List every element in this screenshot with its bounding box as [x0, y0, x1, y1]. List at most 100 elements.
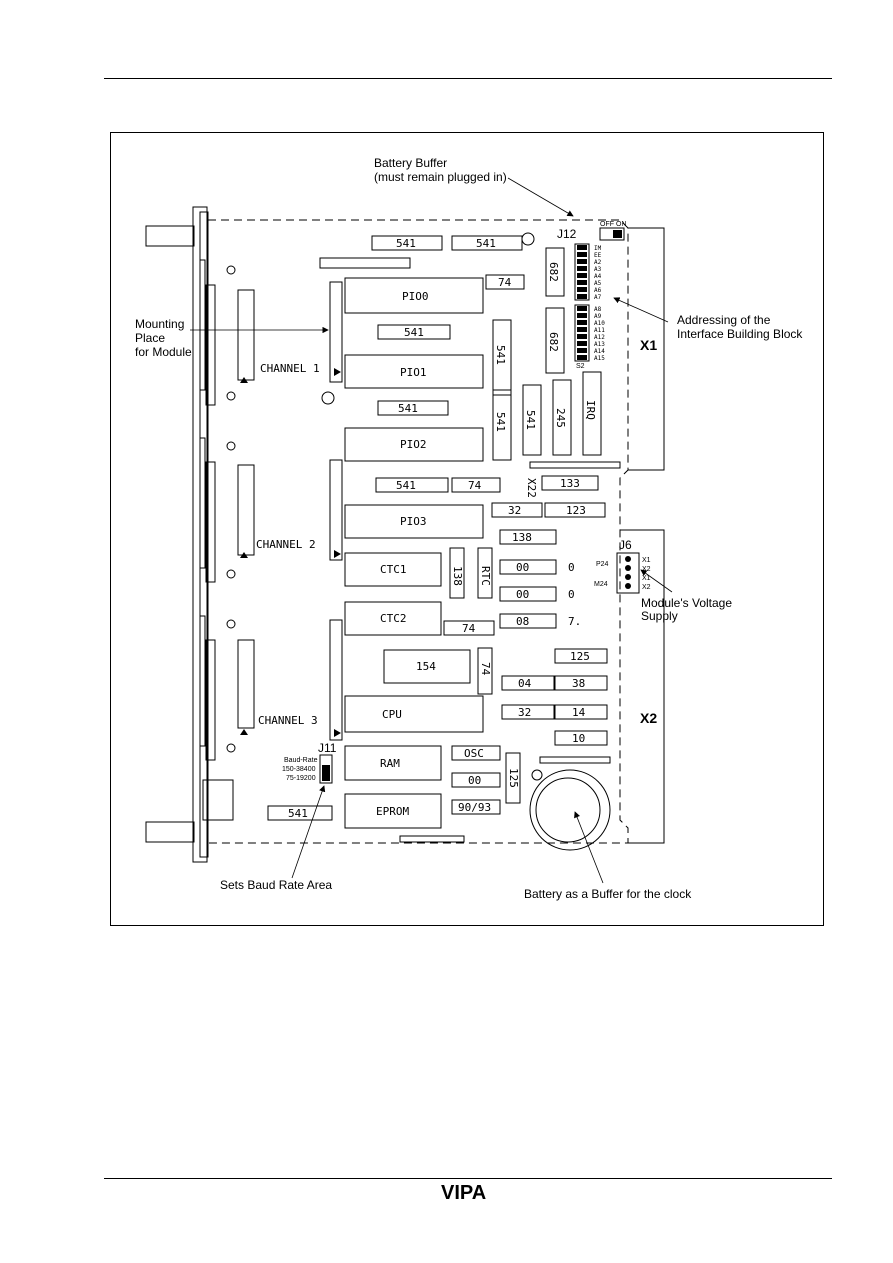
chip-0a: 0	[568, 561, 575, 574]
ch3-marker	[240, 729, 248, 735]
j12-off-label: OFF	[600, 221, 614, 228]
dip-switch-bit	[577, 341, 587, 346]
chip-541v2-box	[492, 389, 512, 461]
chip-ctc2: CTC2	[380, 612, 407, 625]
address-bit-label: A15	[594, 355, 605, 362]
dip-switch-bottom	[574, 304, 590, 362]
chip-541-bottom: 541	[288, 807, 308, 820]
vipa-logo: VIPA	[441, 1182, 486, 1204]
socket-side-1	[199, 259, 206, 391]
address-bit-label: A11	[594, 327, 605, 334]
chip-10: 10	[572, 732, 585, 745]
j11-label: J11	[318, 741, 337, 755]
dip-switch-top	[574, 243, 590, 301]
crystal-3	[531, 769, 543, 781]
socket-3	[205, 639, 216, 761]
voltage-label-1: Module's Voltage	[641, 596, 732, 610]
chip-14: 14	[572, 706, 586, 719]
dip-switch-bit	[577, 327, 587, 332]
mounting-label-3: for Module	[135, 345, 192, 359]
chip-541d-box	[377, 400, 449, 416]
chip-74a: 74	[468, 479, 482, 492]
chip-pio3: PIO3	[400, 515, 427, 528]
chip-irq-box	[582, 371, 602, 456]
battery-buffer-leader	[507, 177, 574, 217]
j6-label: J6	[619, 538, 632, 552]
battery-inner	[535, 777, 601, 843]
j6-pin-4	[625, 583, 631, 589]
chip-541v3: 541	[524, 410, 537, 430]
addressing-label-2: Interface Building Block	[677, 327, 803, 341]
chip-32b: 32	[518, 706, 531, 719]
chip-ctc1-box	[344, 552, 442, 587]
chip-32a-box	[491, 502, 543, 518]
chip-138b: 138	[451, 566, 464, 586]
ch1-marker	[240, 377, 248, 383]
chip-541d: 541	[398, 402, 418, 415]
dip-switch-bit	[577, 287, 587, 292]
chip-9093-box	[451, 799, 501, 815]
chip-125b: 125	[507, 768, 520, 788]
address-bit-label: A2	[594, 259, 602, 266]
j6-pin-1	[625, 556, 631, 562]
ch3-pointer	[334, 729, 341, 737]
pcb-outline	[208, 219, 629, 844]
vipa-logo-text: VIPA	[441, 1182, 486, 1204]
chip-0b: 0	[568, 588, 575, 601]
dip-switch-bit	[577, 252, 587, 257]
channel3-header	[237, 639, 255, 729]
chip-154-box	[383, 649, 471, 684]
battery-buffer-label-2: (must remain plugged in)	[374, 170, 507, 184]
j6-pin-label-4: X2	[642, 584, 651, 591]
j12-label: J12	[557, 227, 577, 241]
ch1-pointer	[334, 368, 341, 376]
chip-00b: 00	[516, 588, 529, 601]
chip-682a-box	[545, 247, 565, 297]
chip-541a-box	[371, 235, 443, 251]
j6-pin-label-1: X1	[642, 557, 651, 564]
j6-pin-label-3: X1	[642, 575, 651, 582]
chip-10-box	[554, 730, 608, 746]
battery-clock-leader	[574, 811, 604, 884]
figure-frame	[110, 132, 824, 926]
chip-00c: 00	[468, 774, 481, 787]
dip-switch-bit	[577, 280, 587, 285]
handle-top	[145, 225, 195, 247]
chip-682a: 682	[547, 262, 560, 282]
chip-9093: 90/93	[458, 801, 491, 814]
chip-74a-box	[451, 477, 501, 493]
chip-125a: 125	[570, 650, 590, 663]
baud-area-label: Sets Baud Rate Area	[220, 878, 332, 892]
baud-leader	[291, 785, 326, 879]
chip-245-box	[552, 379, 572, 456]
mount-hole-4	[226, 569, 236, 579]
connector-x2	[620, 529, 665, 844]
chip-133: 133	[560, 477, 580, 490]
dip-switch-bit	[577, 320, 587, 325]
bottom-rule	[104, 1178, 832, 1179]
crystal	[321, 391, 335, 405]
mid-strip	[529, 461, 621, 469]
j11-jumper	[319, 754, 333, 784]
chip-541v1: 541	[494, 345, 507, 365]
address-bit-label: A13	[594, 341, 605, 348]
channel-1-label: CHANNEL 1	[260, 362, 320, 375]
chip-04-box	[501, 675, 555, 691]
connector-x1	[628, 227, 665, 471]
chip-14-box	[554, 704, 608, 720]
dip-switch-bit	[577, 273, 587, 278]
chip-138a: 138	[512, 531, 532, 544]
chip-74c: 74	[462, 622, 476, 635]
j6-m24-label: M24	[594, 581, 608, 588]
mount-hole-5	[226, 619, 236, 629]
address-bit-label: A7	[594, 294, 602, 301]
front-panel	[192, 206, 208, 863]
chip-541v1-box	[492, 319, 512, 396]
chip-74b: 74	[498, 276, 512, 289]
chip-541b-box	[451, 235, 523, 251]
chip-682b-box	[545, 307, 565, 374]
j6-pin-3	[625, 574, 631, 580]
baud-range-2: 75-19200	[286, 775, 316, 782]
chip-541a: 541	[396, 237, 416, 250]
